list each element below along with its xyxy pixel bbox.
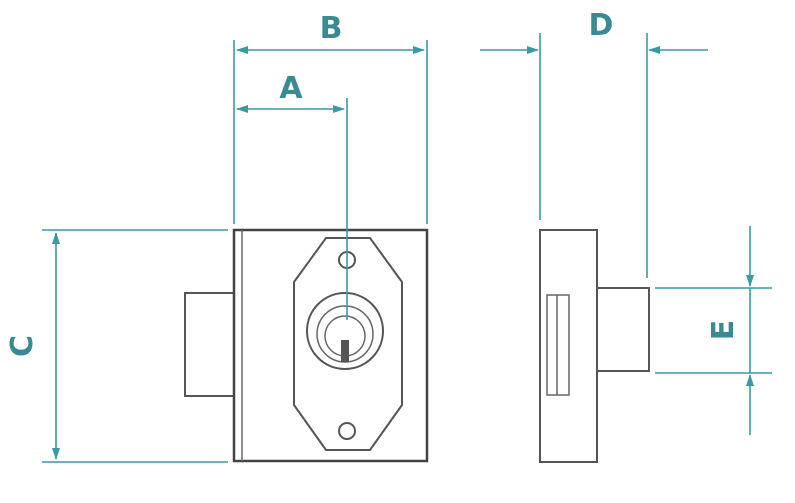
key-cylinder-outer xyxy=(306,292,384,370)
side-view xyxy=(539,229,650,463)
dimensions: B A C D E xyxy=(5,8,772,463)
dimension-label-e: E xyxy=(706,320,741,341)
front-bolt xyxy=(184,292,238,397)
dimension-label-b: B xyxy=(320,11,343,46)
dimension-label-a: A xyxy=(279,71,303,106)
side-bolt xyxy=(596,287,650,372)
side-slot xyxy=(546,294,570,396)
front-view xyxy=(184,228,429,463)
dimension-label-c: C xyxy=(5,335,40,357)
dimension-label-d: D xyxy=(589,8,614,43)
mounting-hole-bottom xyxy=(338,422,356,440)
keyway-slot xyxy=(341,340,349,362)
